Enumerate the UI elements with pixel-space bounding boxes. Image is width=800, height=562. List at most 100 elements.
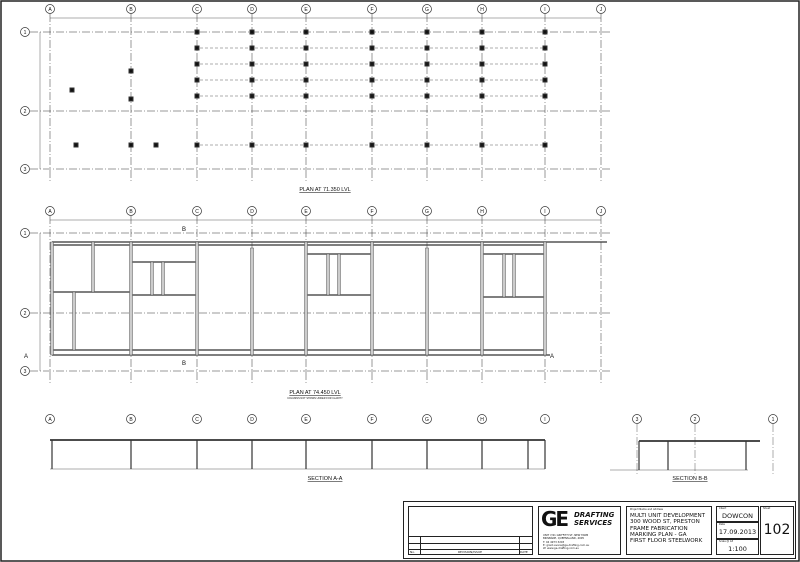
sheet-label: Sheet xyxy=(763,507,771,510)
plan-lower-title: PLAN AT 74.450 LVL xyxy=(289,390,340,396)
grid-bubble xyxy=(367,4,377,14)
column-marker xyxy=(128,96,134,102)
client-label: Client xyxy=(719,507,727,510)
grid-label-H: H xyxy=(480,417,484,423)
title-block xyxy=(403,501,796,559)
project-line: MARKING PLAN - GA xyxy=(630,531,687,538)
section-marker-a-right: A xyxy=(550,354,554,360)
grid-label-A: A xyxy=(48,417,52,423)
column-marker xyxy=(542,61,548,67)
grid-label-1: 1 xyxy=(24,231,27,237)
grid-label-F: F xyxy=(370,417,373,423)
column-member xyxy=(129,241,133,356)
grid-label-2: 2 xyxy=(24,109,27,115)
grid-label-B: B xyxy=(129,7,133,13)
date-label: Date xyxy=(719,523,725,526)
client-name: DOWCON xyxy=(721,512,754,520)
grid-bubble xyxy=(596,4,606,14)
sheet-number: 102 xyxy=(763,522,791,538)
company-address-2: BRISBANE, QUEENSLAND, 4005 xyxy=(543,537,585,541)
grid-bubble xyxy=(20,228,30,238)
grid-bubble xyxy=(632,414,642,424)
grid-bubble xyxy=(45,414,55,424)
client-date-scale: Client DOWCON Date 17.09.2013 Scale @ A3… xyxy=(716,506,794,555)
section-marker-b-bottom: B xyxy=(182,361,186,367)
grid-bubble xyxy=(367,414,377,424)
column-marker xyxy=(542,93,548,99)
grid-bubble xyxy=(367,206,377,216)
grid-bubble xyxy=(477,206,487,216)
company-name-1: DRAFTING xyxy=(574,511,615,519)
grid-label-E: E xyxy=(304,7,308,13)
column-member xyxy=(480,241,484,356)
grid-bubble xyxy=(301,414,311,424)
grid-bubble xyxy=(192,4,202,14)
column-marker xyxy=(194,142,200,148)
column-marker xyxy=(542,45,548,51)
grid-label-I: I xyxy=(544,7,545,13)
grid-label-D: D xyxy=(250,209,254,215)
grid-label-G: G xyxy=(425,417,429,423)
grid-label-C: C xyxy=(195,7,199,13)
grid-bubble xyxy=(477,4,487,14)
column-member xyxy=(150,261,154,296)
column-member xyxy=(326,253,330,296)
grid-label-2: 2 xyxy=(694,417,697,423)
section-marker-b-top: B xyxy=(182,227,186,233)
scale-label: Scale @ A3 xyxy=(719,540,734,543)
project-line: FIRST FLOOR STEELWORK xyxy=(630,538,703,545)
column-marker xyxy=(249,29,255,35)
grid-bubble xyxy=(301,206,311,216)
plan-upper-title: PLAN AT 71.350 LVL xyxy=(299,187,350,193)
grid-label-1: 1 xyxy=(772,417,775,423)
column-marker xyxy=(194,61,200,67)
column-member xyxy=(91,241,95,293)
grid-label-E: E xyxy=(304,209,308,215)
revision-no-header: No. xyxy=(410,550,415,554)
grid-label-E: E xyxy=(304,417,308,423)
column-marker xyxy=(128,142,134,148)
column-member xyxy=(425,247,429,356)
grid-label-D: D xyxy=(250,7,254,13)
company-logo-box: GE DRAFTING SERVICES UNIT 7/41 GRIFFITH … xyxy=(538,506,621,555)
grid-bubble xyxy=(126,414,136,424)
column-marker xyxy=(194,77,200,83)
grid-bubble xyxy=(20,366,30,376)
grid-label-B: B xyxy=(129,209,133,215)
grid-label-I: I xyxy=(544,209,545,215)
grid-bubble xyxy=(126,206,136,216)
column-member xyxy=(370,241,374,356)
grid-bubble xyxy=(540,206,550,216)
grid-bubble xyxy=(540,414,550,424)
column-member xyxy=(512,253,516,298)
grid-bubble xyxy=(247,4,257,14)
project-line: 300 WOOD ST, PRESTON xyxy=(630,519,700,526)
column-marker xyxy=(424,29,430,35)
project-label: Project Name and Address xyxy=(630,508,663,511)
grid-bubble xyxy=(422,414,432,424)
grid-label-C: C xyxy=(195,209,199,215)
company-phone: T: 04 4973 3203 xyxy=(543,540,565,544)
grid-label-H: H xyxy=(480,209,484,215)
grid-bubble xyxy=(20,164,30,174)
drawing-scale: 1:100 xyxy=(728,545,747,553)
project-line: FRAME FABRICATION xyxy=(630,525,688,532)
grid-label-A: A xyxy=(48,7,52,13)
grid-bubble xyxy=(690,414,700,424)
grid-bubble xyxy=(45,206,55,216)
grid-bubble xyxy=(596,206,606,216)
grid-label-3: 3 xyxy=(24,167,27,173)
grid-bubble xyxy=(477,414,487,424)
grid-bubble xyxy=(20,27,30,37)
column-marker xyxy=(69,87,75,93)
grid-label-J: J xyxy=(600,7,603,13)
revision-issue-header: REVISION/ISSUE xyxy=(457,550,483,554)
section-marker-a-left: A xyxy=(24,354,28,360)
grid-bubble xyxy=(192,414,202,424)
column-member xyxy=(543,241,547,356)
grid-bubble xyxy=(247,414,257,424)
grid-label-3: 3 xyxy=(636,417,639,423)
column-marker xyxy=(128,68,134,74)
